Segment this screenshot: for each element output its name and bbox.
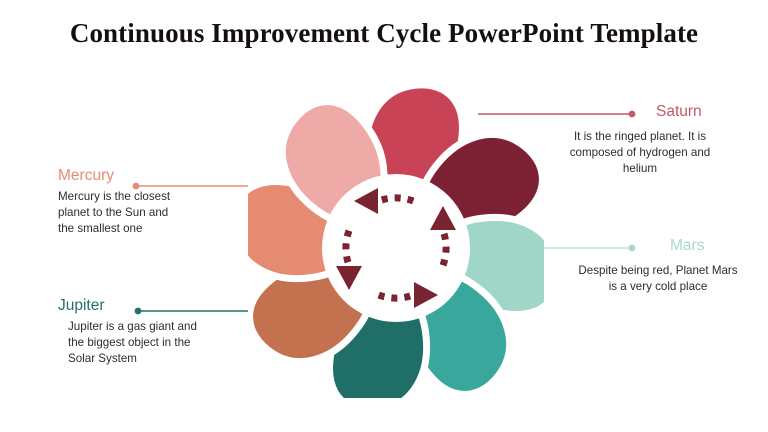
arrowhead-down-left [336,266,362,290]
callout-mars[interactable]: Mars Despite being red, Planet Mars is a… [556,238,761,295]
page-title: Continuous Improvement Cycle PowerPoint … [69,18,699,48]
connector-saturn [478,110,636,118]
callout-mercury-body: Mercury is the closest planet to the Sun… [58,189,171,236]
callout-mars-body: Despite being red, Planet Mars is a very… [578,263,738,293]
cycle-arc-right [439,229,450,267]
callout-mars-label: Mars [670,237,705,254]
arrowhead-right-bottom [414,282,438,308]
callout-jupiter[interactable]: Jupiter Jupiter is a gas giant and the b… [58,298,258,368]
callout-saturn-body: It is the ringed planet. It is composed … [569,129,711,176]
callout-mercury-label: Mercury [58,167,114,184]
callout-jupiter-label: Jupiter [58,297,105,314]
arrowhead-up-right [430,206,456,230]
cycle-arc-bottom [377,291,415,302]
cycle-arc-top [377,194,415,205]
callout-saturn-label: Saturn [656,103,702,120]
cycle-arrowheads [336,188,456,308]
continuous-improvement-pinwheel [248,82,544,398]
callout-mercury[interactable]: Mercury Mercury is the closest planet to… [58,168,258,238]
arrowhead-left-top [354,188,378,214]
hub-disc [322,174,470,322]
callout-saturn[interactable]: Saturn It is the ringed planet. It is co… [556,104,761,178]
cycle-arrows [342,194,450,302]
cycle-arc-left [342,229,353,267]
callout-jupiter-body: Jupiter is a gas giant and the biggest o… [68,319,197,366]
